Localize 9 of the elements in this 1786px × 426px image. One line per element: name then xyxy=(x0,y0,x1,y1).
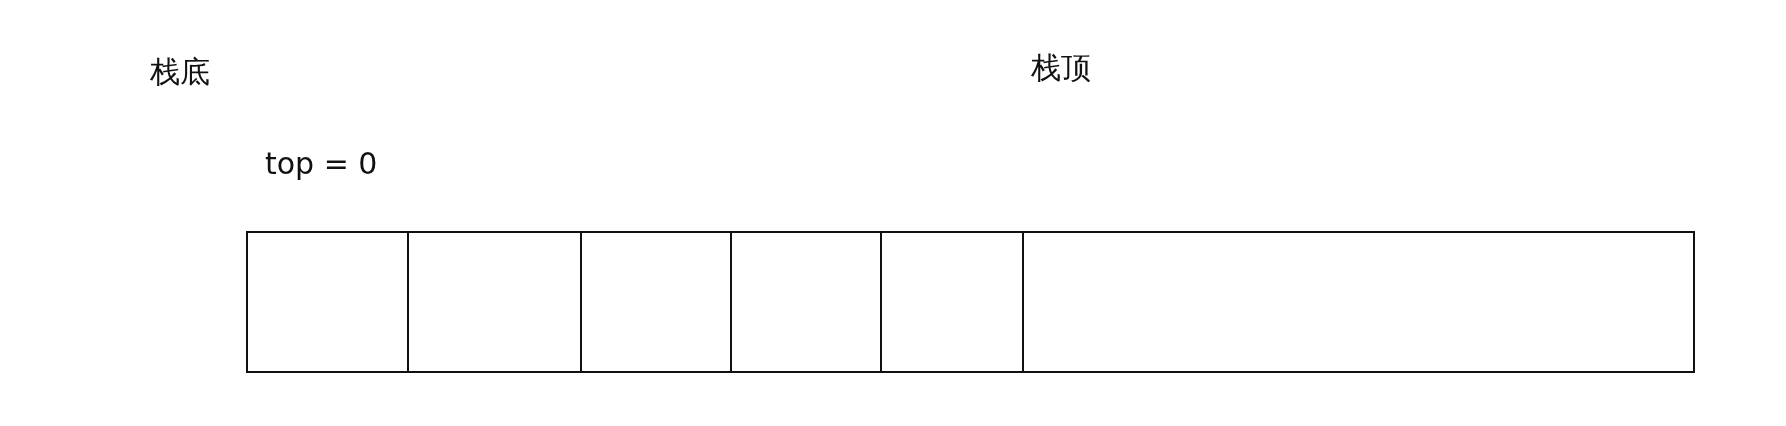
array-cell xyxy=(407,231,582,373)
array-cell xyxy=(730,231,882,373)
stack-bottom-label: 栈底 xyxy=(150,53,210,91)
array-cell xyxy=(246,231,409,373)
array-cell xyxy=(1022,231,1695,373)
array-cell xyxy=(580,231,732,373)
pointer-label: top = 0 xyxy=(265,146,378,181)
array-cell xyxy=(880,231,1024,373)
stack-top-label: 栈顶 xyxy=(1031,49,1091,87)
